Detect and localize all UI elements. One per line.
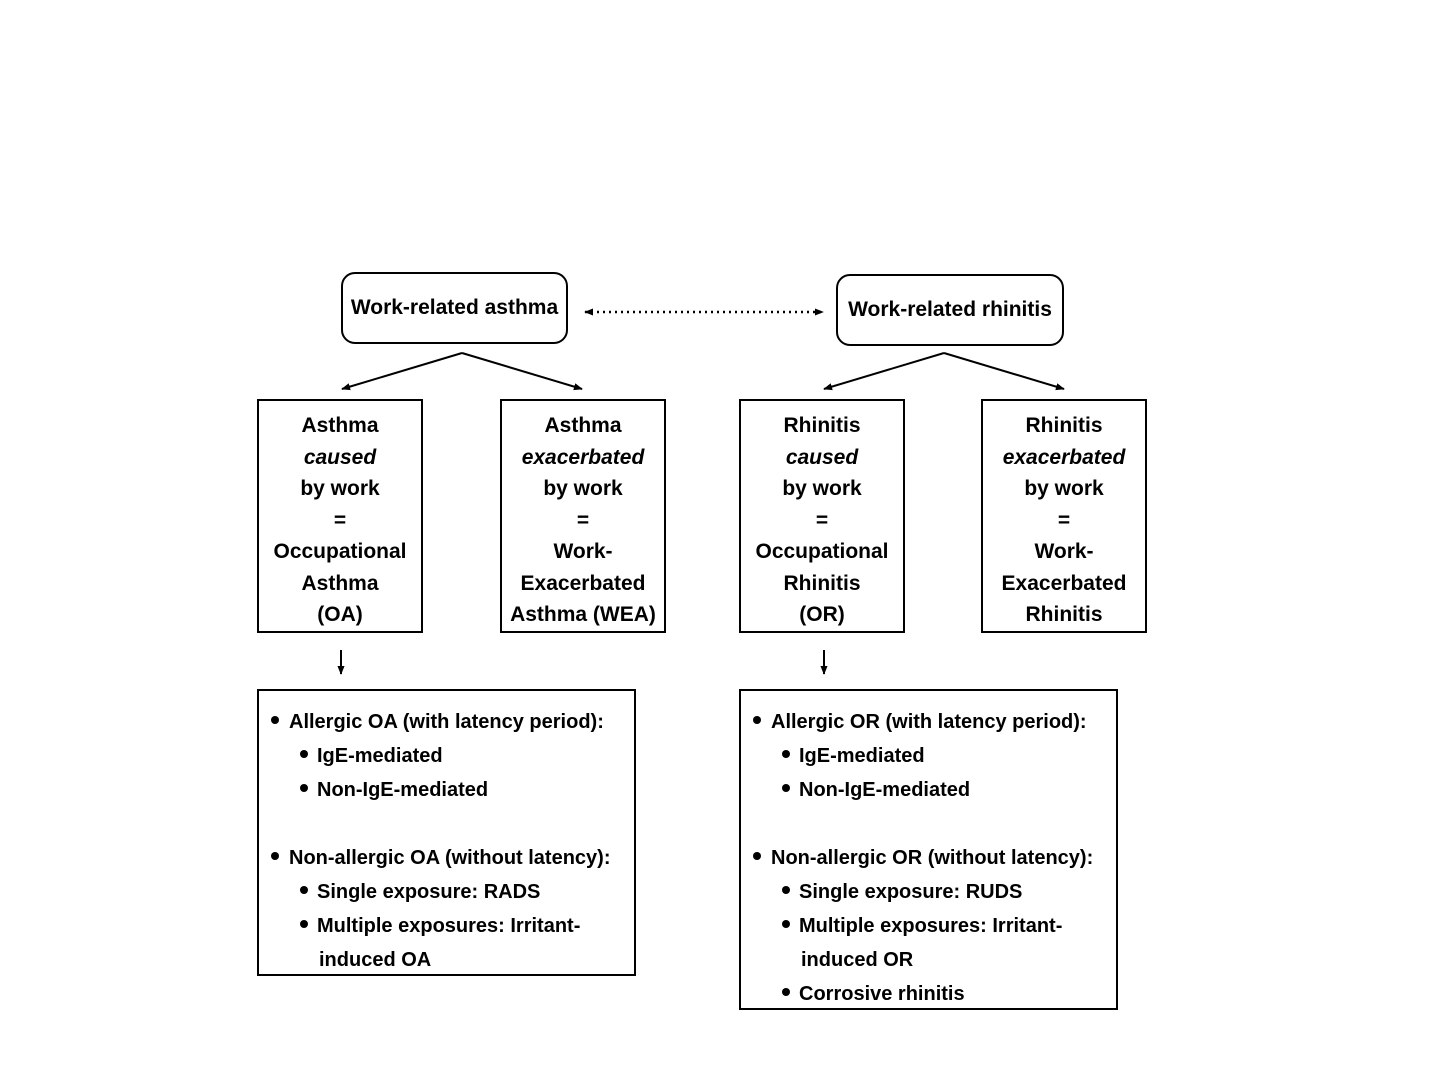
oa-types-box: Allergic OA (with latency period): IgE-m… bbox=[257, 689, 636, 976]
occupational-rhinitis-box: Rhinitis caused by work = Occupational R… bbox=[739, 399, 905, 633]
wea-line-4: = bbox=[576, 508, 590, 532]
oa-line-5: Occupational bbox=[273, 540, 407, 563]
or-line-2: caused bbox=[785, 445, 859, 469]
oa-ige-item: IgE-mediated bbox=[271, 739, 634, 773]
wer-line-1: Rhinitis bbox=[1025, 414, 1103, 437]
wea-line-6: Exacerbated bbox=[520, 571, 646, 595]
work-related-asthma-box: Work-related asthma bbox=[341, 272, 568, 344]
or-allergic-item: Allergic OR (with latency period): bbox=[753, 705, 1116, 739]
oa-line-2: caused bbox=[303, 445, 377, 469]
oa-allergic-item: Allergic OA (with latency period): bbox=[271, 705, 634, 739]
wea-line-5: Work- bbox=[553, 540, 613, 563]
or-line-6: Rhinitis bbox=[783, 571, 861, 595]
arrow-to-wer bbox=[943, 352, 1065, 391]
wea-line-1: Asthma bbox=[544, 414, 622, 437]
or-line-5: Occupational bbox=[755, 540, 889, 563]
or-line-3: by work bbox=[782, 477, 862, 500]
or-non-ige-item: Non-IgE-mediated bbox=[753, 773, 1116, 807]
oa-line-4: = bbox=[333, 508, 347, 532]
or-multiple-exposures-item: Multiple exposures: Irritant- bbox=[753, 909, 1116, 943]
oa-non-ige-item: Non-IgE-mediated bbox=[271, 773, 634, 807]
or-line-4: = bbox=[815, 508, 829, 532]
oa-multiple-exposures-continued: induced OA bbox=[319, 949, 432, 971]
or-corrosive-rhinitis-item: Corrosive rhinitis bbox=[753, 977, 1116, 1011]
wer-line-3: by work bbox=[1024, 477, 1104, 500]
wer-line-6: Exacerbated bbox=[1001, 571, 1127, 595]
or-line-7: (OR) bbox=[799, 603, 845, 626]
or-single-exposure-item: Single exposure: RUDS bbox=[753, 875, 1116, 909]
or-line-1: Rhinitis bbox=[783, 414, 861, 437]
wea-line-3: by work bbox=[543, 477, 623, 500]
work-related-rhinitis-label: Work-related rhinitis bbox=[848, 298, 1052, 321]
oa-line-3: by work bbox=[300, 477, 380, 500]
work-exacerbated-asthma-box: Asthma exacerbated by work = Work- Exace… bbox=[500, 399, 666, 633]
wer-line-7: Rhinitis bbox=[1025, 603, 1103, 626]
wer-line-4: = bbox=[1057, 508, 1071, 532]
or-non-allergic-item: Non-allergic OR (without latency): bbox=[753, 841, 1116, 875]
work-related-asthma-label: Work-related asthma bbox=[350, 296, 559, 319]
oa-single-exposure-item: Single exposure: RADS bbox=[271, 875, 634, 909]
arrow-to-wea bbox=[461, 352, 583, 391]
or-types-box: Allergic OR (with latency period): IgE-m… bbox=[739, 689, 1118, 1010]
or-ige-item: IgE-mediated bbox=[753, 739, 1116, 773]
wea-line-7: Asthma (WEA) bbox=[510, 603, 656, 626]
oa-line-1: Asthma bbox=[301, 414, 379, 437]
wea-line-2: exacerbated bbox=[521, 445, 645, 469]
work-related-rhinitis-box: Work-related rhinitis bbox=[836, 274, 1064, 346]
oa-line-7: (OA) bbox=[317, 603, 363, 626]
work-exacerbated-rhinitis-box: Rhinitis exacerbated by work = Work- Exa… bbox=[981, 399, 1147, 633]
arrow-to-or bbox=[823, 352, 945, 391]
wer-line-2: exacerbated bbox=[1002, 445, 1126, 469]
arrow-to-oa bbox=[341, 352, 463, 391]
occupational-asthma-box: Asthma caused by work = Occupational Ast… bbox=[257, 399, 423, 633]
oa-multiple-exposures-item: Multiple exposures: Irritant- bbox=[271, 909, 634, 943]
oa-line-6: Asthma bbox=[301, 571, 379, 595]
or-multiple-exposures-continued: induced OR bbox=[801, 949, 914, 971]
oa-non-allergic-item: Non-allergic OA (without latency): bbox=[271, 841, 634, 875]
wer-line-5: Work- bbox=[1034, 540, 1094, 563]
